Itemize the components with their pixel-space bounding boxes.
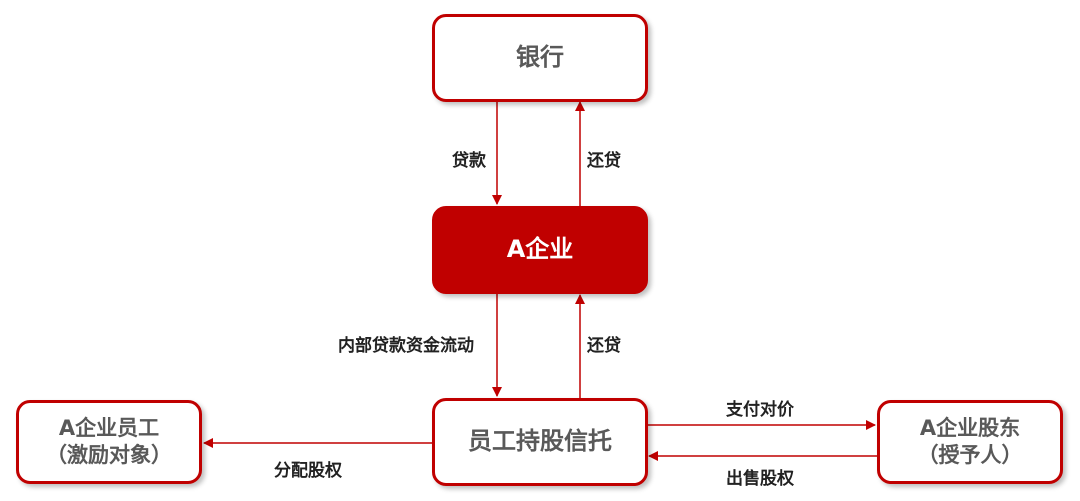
employees-sublabel: （激励对象） (46, 443, 172, 467)
edge-label-internal-loan: 内部贷款资金流动 (338, 336, 474, 356)
trust-node: 员工持股信托 (432, 398, 648, 486)
company-node: A企业 (432, 206, 648, 294)
bank-label: 银行 (516, 43, 564, 72)
edge-label-sell-equity: 出售股权 (726, 469, 794, 489)
edge-label-pay-consideration: 支付对价 (726, 400, 794, 420)
edge-label-distribute-equity: 分配股权 (274, 461, 342, 481)
company-label: A企业 (506, 235, 574, 264)
edge-label-loan: 贷款 (452, 151, 486, 171)
shareholders-label: A企业股东 (919, 415, 1021, 440)
employees-node: A企业员工 （激励对象） (16, 400, 202, 484)
employees-label: A企业员工 (58, 415, 160, 440)
shareholders-node: A企业股东 （授予人） (877, 400, 1063, 484)
edge-label-repay-bank: 还贷 (587, 151, 621, 171)
trust-label: 员工持股信托 (468, 427, 612, 456)
shareholders-sublabel: （授予人） (917, 443, 1023, 467)
bank-node: 银行 (432, 14, 648, 102)
edge-label-repay-company: 还贷 (587, 336, 621, 356)
